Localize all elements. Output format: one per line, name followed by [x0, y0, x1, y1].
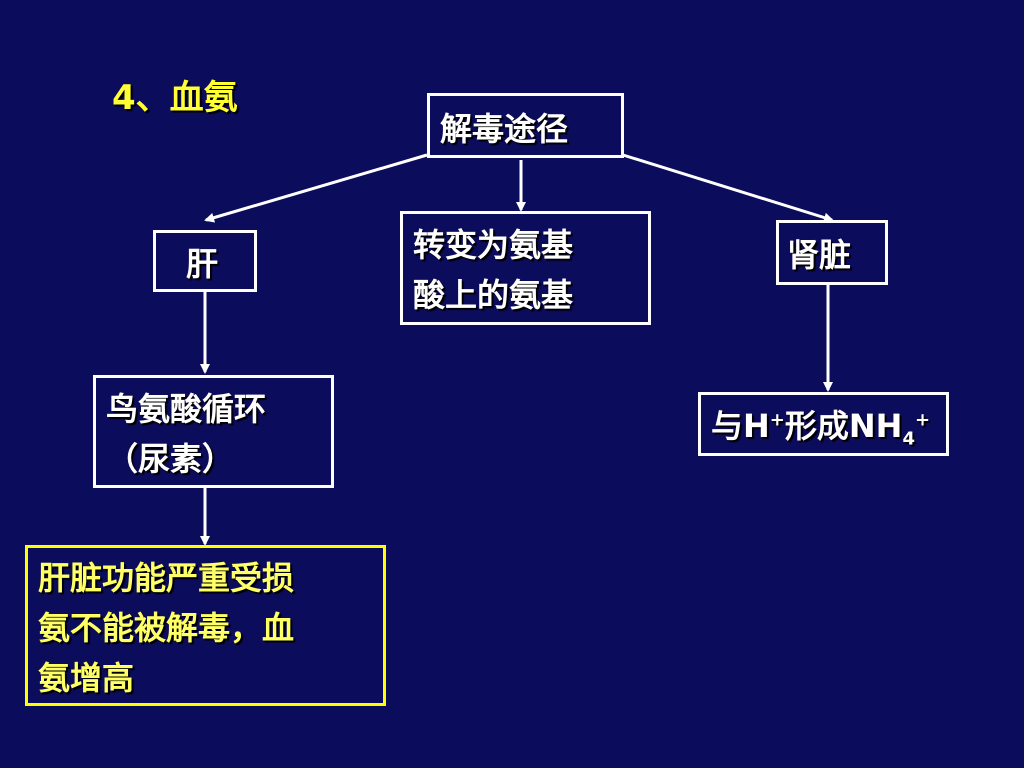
failure-line1: 肝脏功能严重受损 [38, 559, 295, 597]
root-node: 解毒途径 [427, 93, 624, 158]
slide-title: 4、血氨 [112, 78, 238, 118]
kidney-result-node: 与H+形成NH4+ [698, 392, 949, 456]
convert-label-line1: 转变为氨基 [413, 226, 574, 264]
kidney-label: 肾脏 [787, 236, 852, 274]
result-prefix: 与H [711, 407, 770, 445]
failure-line3: 氨增高 [38, 659, 135, 697]
arrow-root-to-kidney [622, 153, 834, 223]
urea-cycle-node: 鸟氨酸循环 （尿素） [93, 375, 334, 488]
liver-label: 肝 [186, 245, 219, 283]
result-mid: 形成NH [784, 407, 903, 445]
root-label: 解毒途径 [440, 110, 569, 148]
result-sub-4: 4 [902, 428, 915, 450]
arrow-root-to-liver [204, 153, 428, 223]
result-sup-plus: + [769, 409, 785, 431]
kidney-node: 肾脏 [776, 220, 888, 285]
result-sup-plus-2: + [915, 409, 931, 431]
urea-label-line1: 鸟氨酸循环 [106, 390, 267, 428]
convert-node: 转变为氨基 酸上的氨基 [400, 211, 651, 325]
liver-node: 肝 [153, 230, 257, 292]
kidney-result-label: 与H+形成NH4+ [711, 401, 946, 451]
liver-failure-node: 肝脏功能严重受损 氨不能被解毒，血 氨增高 [25, 545, 386, 706]
urea-label-line2: （尿素） [106, 440, 235, 478]
convert-label-line2: 酸上的氨基 [413, 276, 574, 314]
failure-line2: 氨不能被解毒，血 [38, 609, 295, 647]
